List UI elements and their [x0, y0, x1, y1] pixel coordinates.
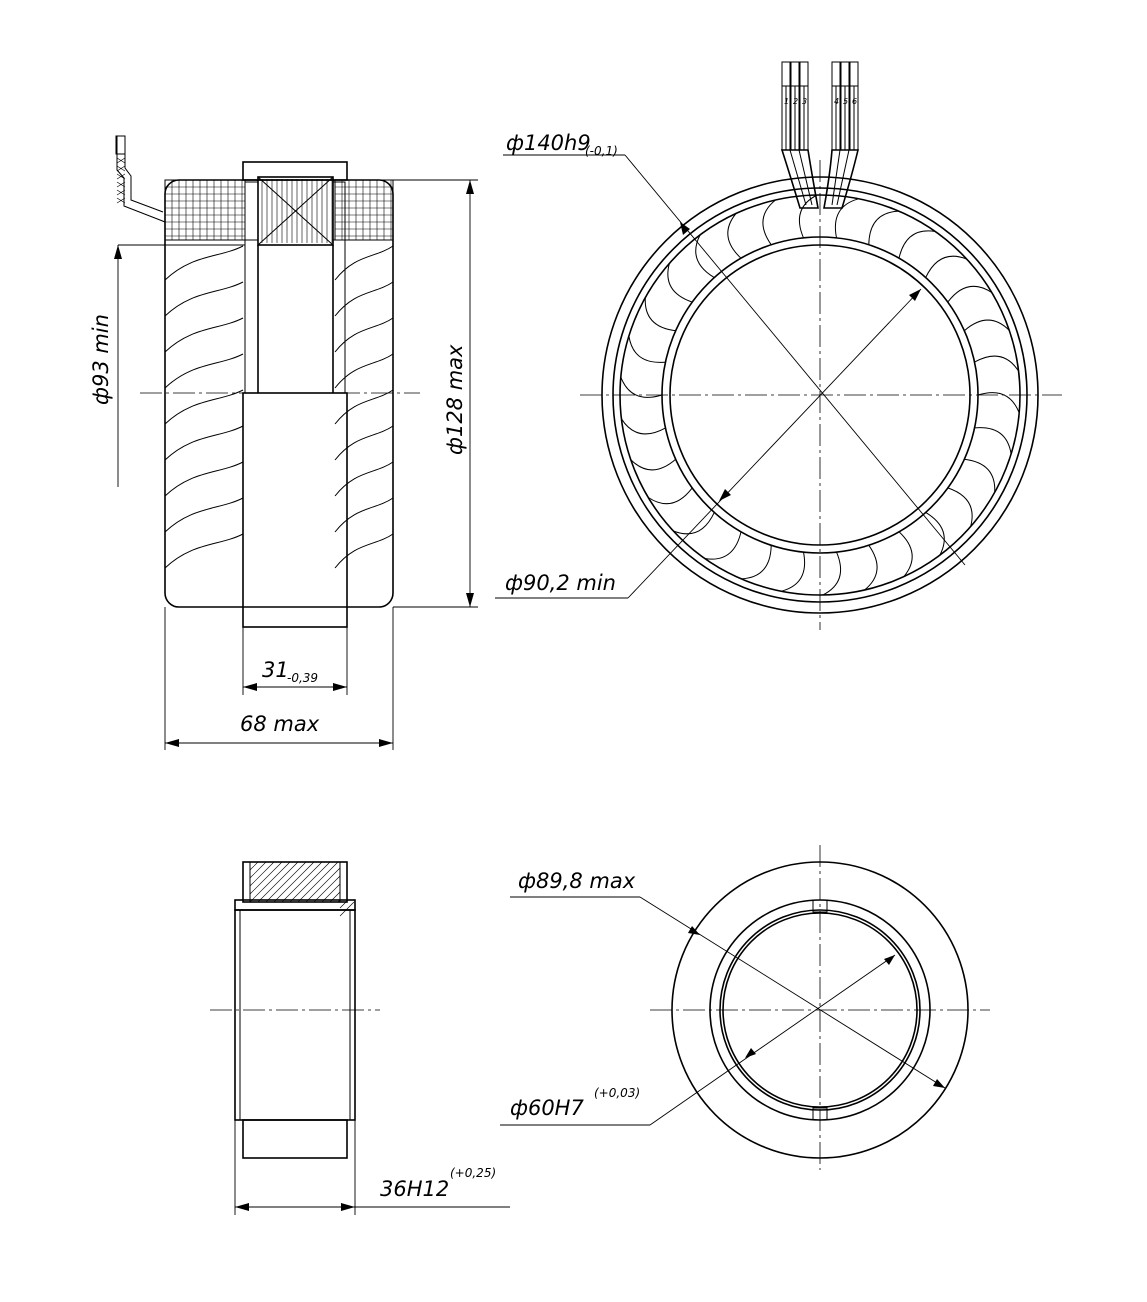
dim-36-label: 36H12 [380, 1177, 449, 1201]
bushing-front-dimensions: ф89,8 max ф60H7 (+0,03) [500, 869, 946, 1126]
cap-plate [242, 161, 348, 181]
dim-89-8-label: ф89,8 max [518, 869, 636, 893]
coil-side-section [115, 135, 420, 628]
dim-140-tol: (-0,1) [585, 144, 618, 158]
winding-arcs-right [334, 245, 394, 569]
bushing-hatch [249, 861, 355, 917]
winding-grid-left [164, 179, 246, 241]
bushing-lower [242, 1119, 348, 1159]
bushing-collar [242, 861, 348, 903]
svg-text:1: 1 [784, 97, 789, 106]
grid-hatch-left [165, 180, 245, 240]
svg-text:2: 2 [793, 97, 798, 106]
bushing-side-view [210, 861, 380, 1159]
svg-text:3: 3 [802, 97, 807, 106]
lead-wire-cross [116, 157, 126, 204]
bushing-body [234, 909, 356, 1121]
grid-hatch-right [335, 180, 393, 240]
dim-140-label: ф140h9 [506, 131, 591, 155]
front-dimensions: ф140h9 (-0,1) ф90,2 min [495, 131, 966, 599]
dim-60-tol: (+0,03) [594, 1086, 640, 1100]
side-dimensions: ф93 min ф128 max 31 -0,39 68 max [89, 179, 478, 750]
dim-90-2-label: ф90,2 min [505, 571, 616, 595]
bushing-side-dimensions: 36H12 (+0,25) [234, 1120, 510, 1215]
dim-31-label: 31 [262, 658, 289, 682]
winding-arcs-left [164, 245, 244, 569]
winding-grid-right [334, 179, 394, 241]
center-bore [242, 392, 348, 628]
svg-text:5: 5 [843, 97, 848, 106]
svg-text:4: 4 [834, 97, 839, 106]
dim-60-label: ф60H7 [510, 1096, 584, 1120]
lead-wire-end [115, 135, 126, 155]
svg-text:6: 6 [852, 97, 857, 106]
dim-68-label: 68 max [240, 712, 320, 736]
dim-128-label: ф128 max [443, 344, 467, 455]
core-hatch [261, 179, 333, 243]
winding-turns [620, 194, 1020, 596]
dim-31-tol: -0,39 [287, 671, 318, 685]
dim-36-tol: (+0,25) [450, 1166, 496, 1180]
dim-93-label: ф93 min [89, 314, 113, 405]
